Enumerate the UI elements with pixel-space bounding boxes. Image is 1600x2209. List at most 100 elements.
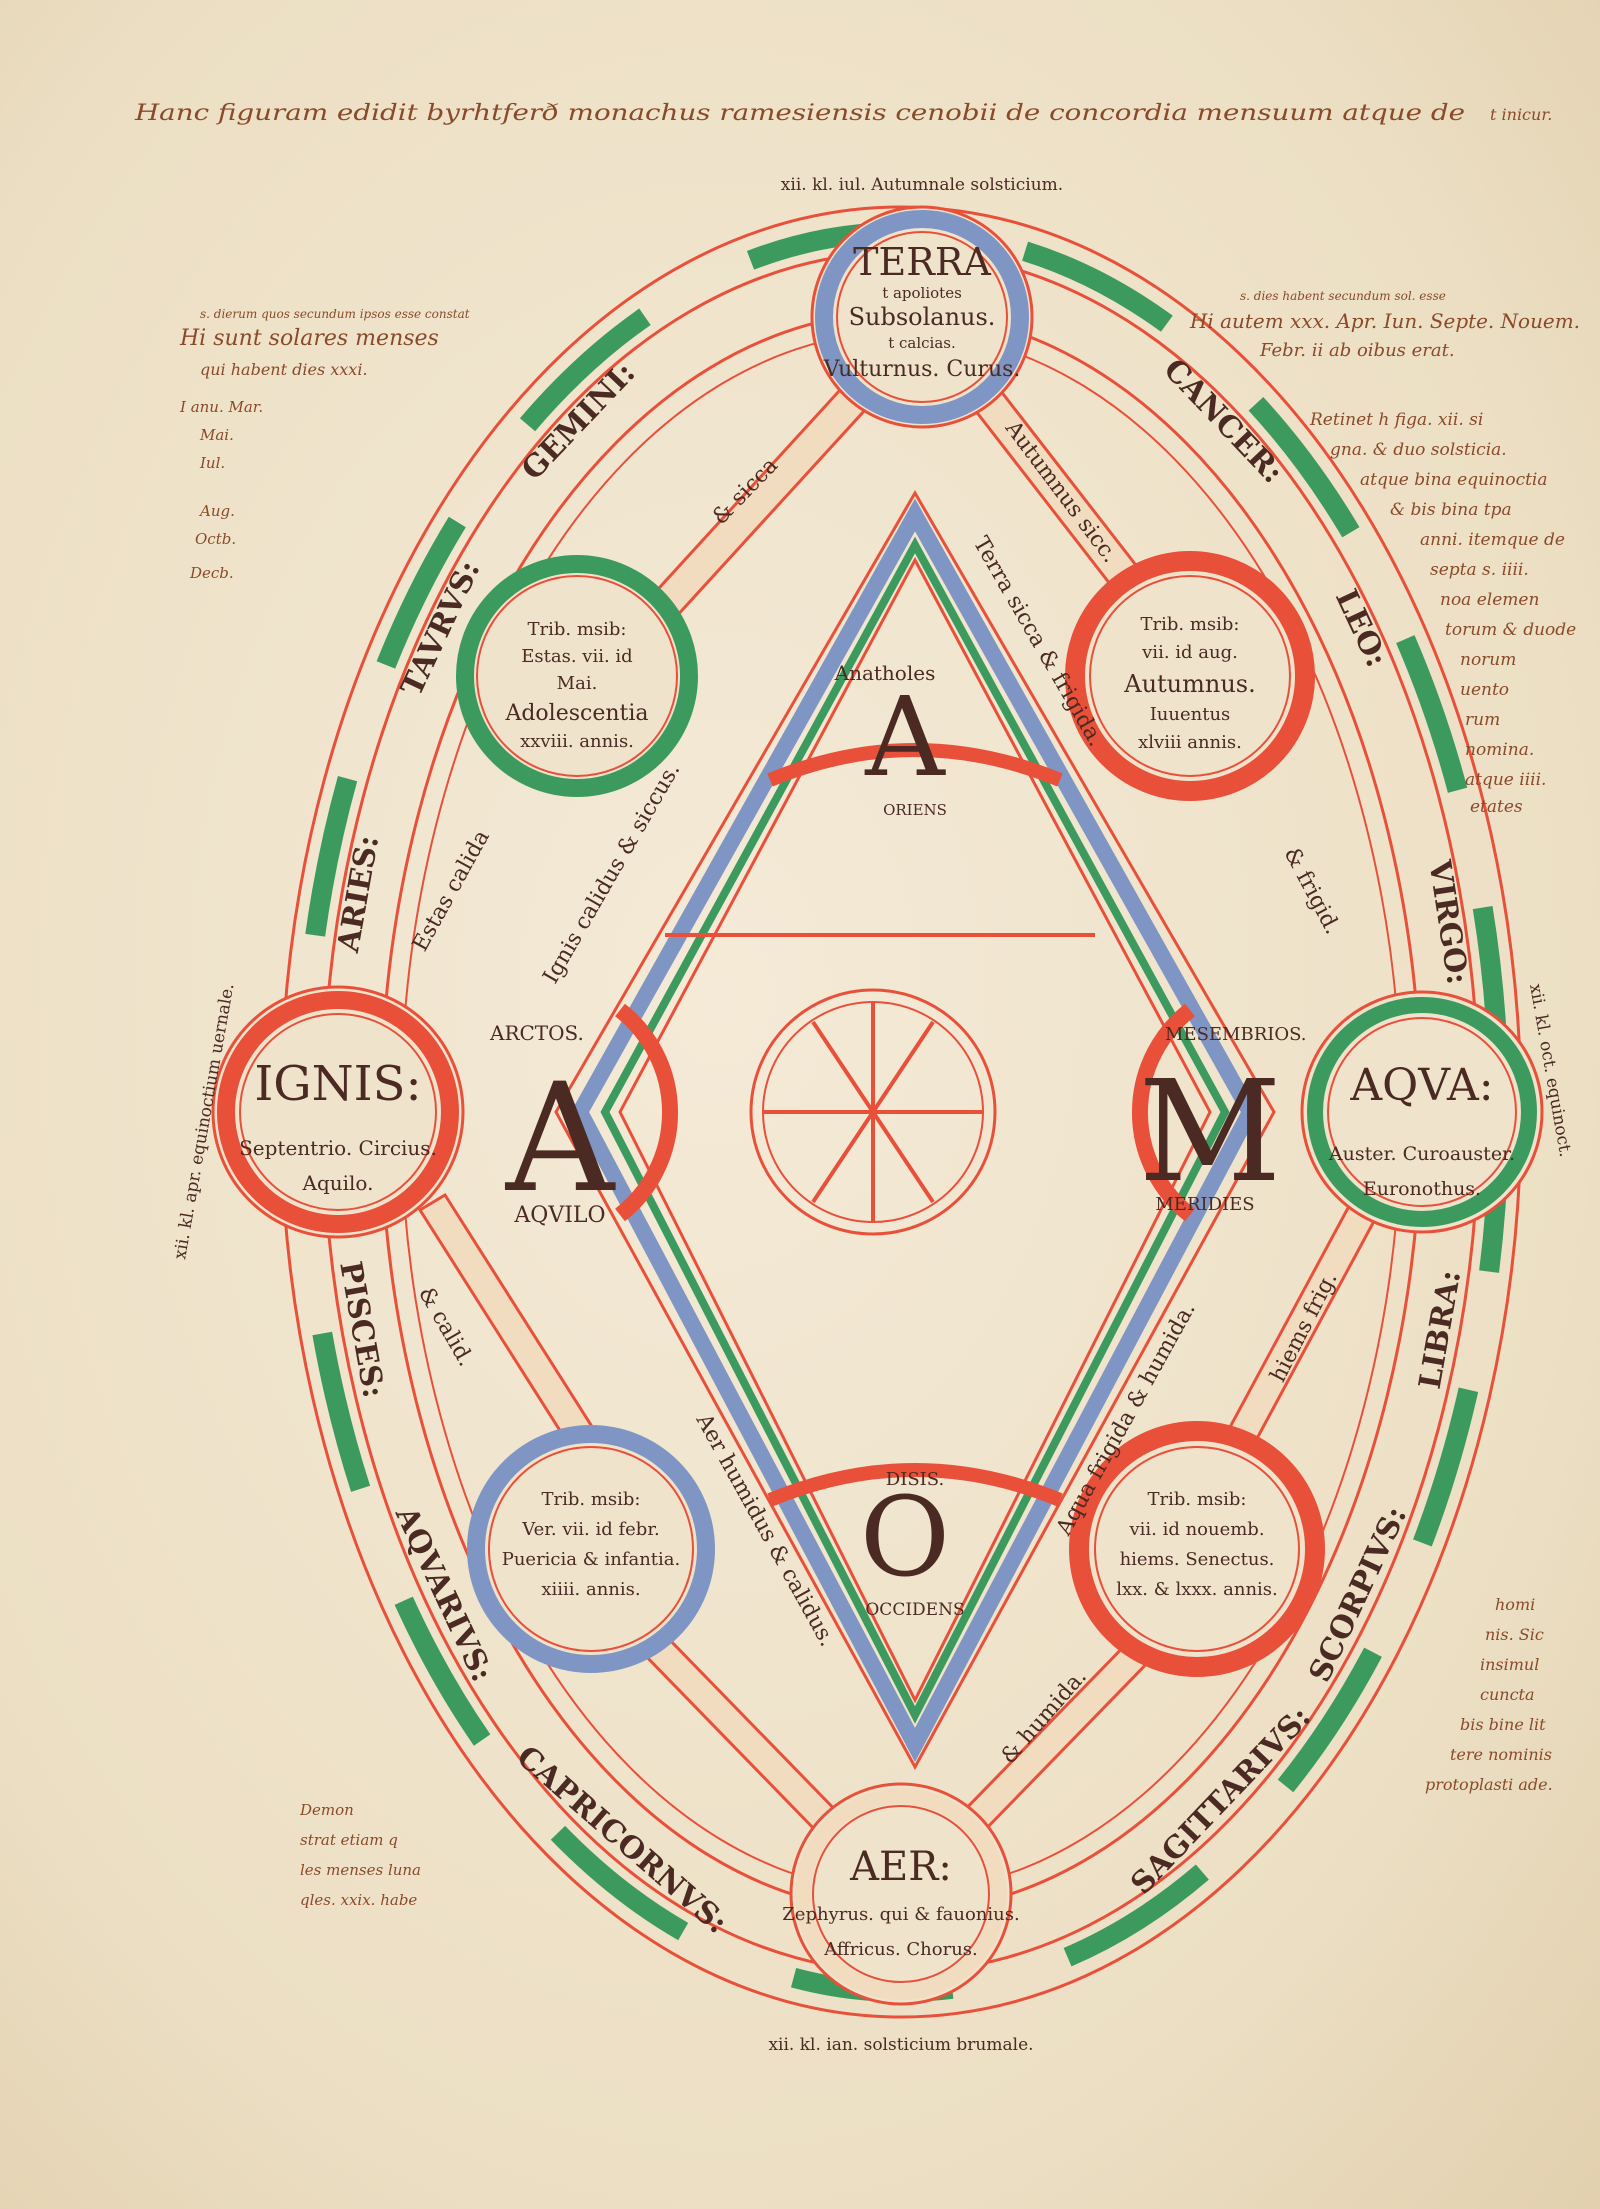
terra-wind1: Subsolanus.	[849, 303, 996, 331]
season-line: Autumnus.	[1123, 670, 1256, 698]
season-line: Trib. msib:	[542, 1489, 641, 1510]
season-line: Ver. vii. id febr.	[521, 1519, 659, 1540]
month-item: Aug.	[198, 502, 235, 520]
season-line: Iuuentus	[1150, 704, 1231, 725]
note-line: nis. Sic	[1485, 1625, 1544, 1644]
autumn-text: Trib. msib: vii. id aug. Autumnus. Iuuen…	[1123, 614, 1256, 753]
month-item: Octb.	[195, 530, 236, 548]
occidens-arc	[767, 1463, 1063, 1507]
margin-notes: Hanc figuram edidit byrhtferð monachus r…	[134, 101, 1580, 1909]
note-line: gna. & duo solsticia.	[1330, 440, 1507, 460]
aer-circle	[789, 1782, 1013, 2006]
compass-wheel	[749, 988, 997, 1236]
oriens-arc	[767, 743, 1063, 787]
quality-label: & frigid.	[1279, 843, 1345, 938]
season-line: Trib. msib:	[1141, 614, 1240, 635]
solstice-bottom: xii. kl. ian. solsticium brumale.	[768, 2035, 1033, 2055]
note-line: norum	[1460, 650, 1516, 670]
aqua-label: AQVA:	[1349, 1060, 1493, 1111]
aqua-circle	[1300, 990, 1544, 1234]
note-line: atque bina equinoctia	[1360, 470, 1548, 490]
solstice-top: xii. kl. iul. Autumnale solsticium.	[781, 175, 1063, 195]
aer-wind2: Affricus. Chorus.	[823, 1939, 978, 1960]
meridies-label: MERIDIES	[1155, 1194, 1254, 1215]
aquilo-label: AQVILO	[513, 1203, 605, 1228]
quality-label: & calid.	[413, 1283, 478, 1371]
season-line: Puericia & infantia.	[502, 1549, 681, 1570]
left-note-1: Hi sunt solares menses	[179, 326, 439, 351]
terra-gloss: t apoliotes	[882, 284, 962, 302]
letter-a-left: A	[505, 1052, 616, 1226]
season-line: xxviii. annis.	[520, 731, 634, 752]
aqua-wind2: Euronothus.	[1363, 1178, 1481, 1200]
note-line: bis bine lit	[1460, 1715, 1546, 1734]
ignis-wind1: Septentrio. Circius.	[239, 1136, 437, 1160]
ignis-label: IGNIS:	[254, 1056, 421, 1112]
note-line: etates	[1470, 797, 1523, 817]
left-note-2: qui habent dies xxxi.	[200, 360, 368, 379]
note-line: cuncta	[1480, 1685, 1535, 1704]
note-line: Retinet h figa. xii. si	[1309, 410, 1483, 430]
note-line: anni. itemque de	[1420, 530, 1565, 550]
autumn-circle	[1065, 551, 1315, 801]
note-line: homi	[1495, 1595, 1535, 1614]
anatholes-label: Anatholes	[834, 661, 936, 685]
terra-label: TERRA	[853, 240, 991, 284]
note-line: uento	[1460, 680, 1509, 700]
note-line: atque iiii.	[1465, 770, 1546, 790]
season-line: Estas. vii. id	[521, 646, 632, 667]
quality-label: hiems frig.	[1266, 1268, 1343, 1386]
aer-label: AER:	[849, 1844, 952, 1890]
season-line: xiiii. annis.	[541, 1579, 640, 1600]
right-note-2: Febr. ii ab oibus erat.	[1259, 340, 1455, 361]
summer-circle	[456, 555, 698, 797]
note-line: Demon	[299, 1801, 354, 1819]
note-line: qles. xxix. habe	[300, 1891, 417, 1909]
note-line: strat etiam q	[300, 1831, 398, 1849]
right-gloss: s. dies habent secundum sol. esse	[1240, 289, 1446, 303]
season-line: hiems. Senectus.	[1120, 1549, 1275, 1570]
month-item: Iul.	[199, 454, 225, 472]
right-bottom-block: homi nis. Sic insimul cuncta bis bine li…	[1425, 1595, 1553, 1794]
note-line: les menses luna	[300, 1861, 421, 1879]
ignis-wind2: Aquilo.	[302, 1171, 374, 1195]
month-item: I anu. Mar.	[179, 398, 263, 416]
disis-label: DISIS.	[886, 1469, 944, 1490]
top-right-note: t inicur.	[1490, 105, 1552, 124]
season-line: lxx. & lxxx. annis.	[1116, 1579, 1278, 1600]
season-line: Trib. msib:	[1148, 1489, 1247, 1510]
meridies-arc	[1132, 1003, 1195, 1222]
zodiac-capricornus: CAPRICORNVS:	[510, 1739, 735, 1941]
month-item: Mai.	[199, 426, 234, 444]
note-line: insimul	[1480, 1655, 1539, 1674]
zodiac-virgo: VIRGO:	[1421, 857, 1475, 987]
note-line: rum	[1465, 710, 1500, 730]
ignis-circle	[211, 985, 465, 1239]
right-block: Retinet h figa. xii. si gna. & duo solst…	[1309, 410, 1576, 817]
left-month-list: I anu. Mar. Mai. Iul. Aug. Octb. Decb.	[179, 398, 263, 582]
winter-circle	[1069, 1421, 1325, 1677]
spring-circle	[467, 1425, 715, 1673]
aer-wind1: Zephyrus. qui & fauonius.	[782, 1904, 1019, 1925]
letter-a-top: A	[864, 673, 946, 801]
note-line: & bis bina tpa	[1390, 500, 1512, 520]
arctos-label: ARCTOS.	[489, 1021, 584, 1045]
central-diamond	[554, 490, 1276, 1771]
zodiac-leo: LEO:	[1328, 584, 1394, 672]
winter-text: Trib. msib: vii. id nouemb. hiems. Senec…	[1116, 1489, 1278, 1600]
season-line: vii. id aug.	[1141, 642, 1238, 663]
note-line: protoplasti ade.	[1425, 1775, 1553, 1794]
occidens-label: OCCIDENS	[865, 1600, 964, 1620]
oriens-label: ORIENS	[883, 801, 947, 819]
terra-wind2: Vulturnus. Curus.	[823, 357, 1021, 382]
season-line: Trib. msib:	[528, 619, 627, 640]
mesembrios-label: MESEMBRIOS.	[1165, 1024, 1307, 1045]
month-item: Decb.	[189, 564, 234, 582]
right-note-1: Hi autem xxx. Apr. Iun. Septe. Nouem.	[1189, 309, 1580, 333]
season-line: Adolescentia	[504, 701, 648, 726]
note-line: torum & duode	[1445, 620, 1576, 640]
season-line: vii. id nouemb.	[1128, 1519, 1264, 1540]
arctos-arc	[615, 1003, 678, 1222]
